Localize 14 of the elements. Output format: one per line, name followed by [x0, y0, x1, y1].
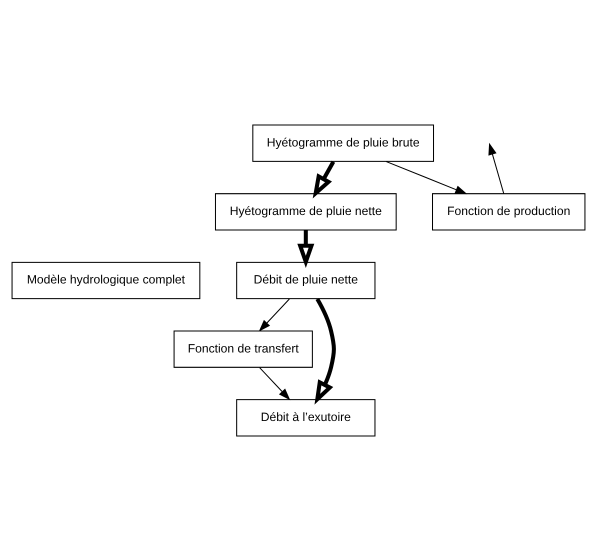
- arrow: [259, 366, 290, 400]
- node-box: Débit à l’exutoire: [236, 398, 376, 436]
- arrow: [386, 160, 468, 194]
- arrow: [297, 230, 314, 268]
- arrow: [312, 160, 336, 198]
- arrow: [488, 142, 504, 194]
- node-box: Hyétogramme de pluie nette: [214, 192, 397, 230]
- arrow: [314, 298, 336, 404]
- node-box: Modèle hydrologique complet: [12, 261, 200, 299]
- node-box: Fonction de transfert: [174, 330, 313, 368]
- arrow: [258, 298, 290, 332]
- node-box: Hyétogramme de pluie brute: [252, 124, 434, 162]
- node-box: Débit de pluie nette: [236, 261, 376, 299]
- node-box: Fonction de production: [432, 192, 586, 230]
